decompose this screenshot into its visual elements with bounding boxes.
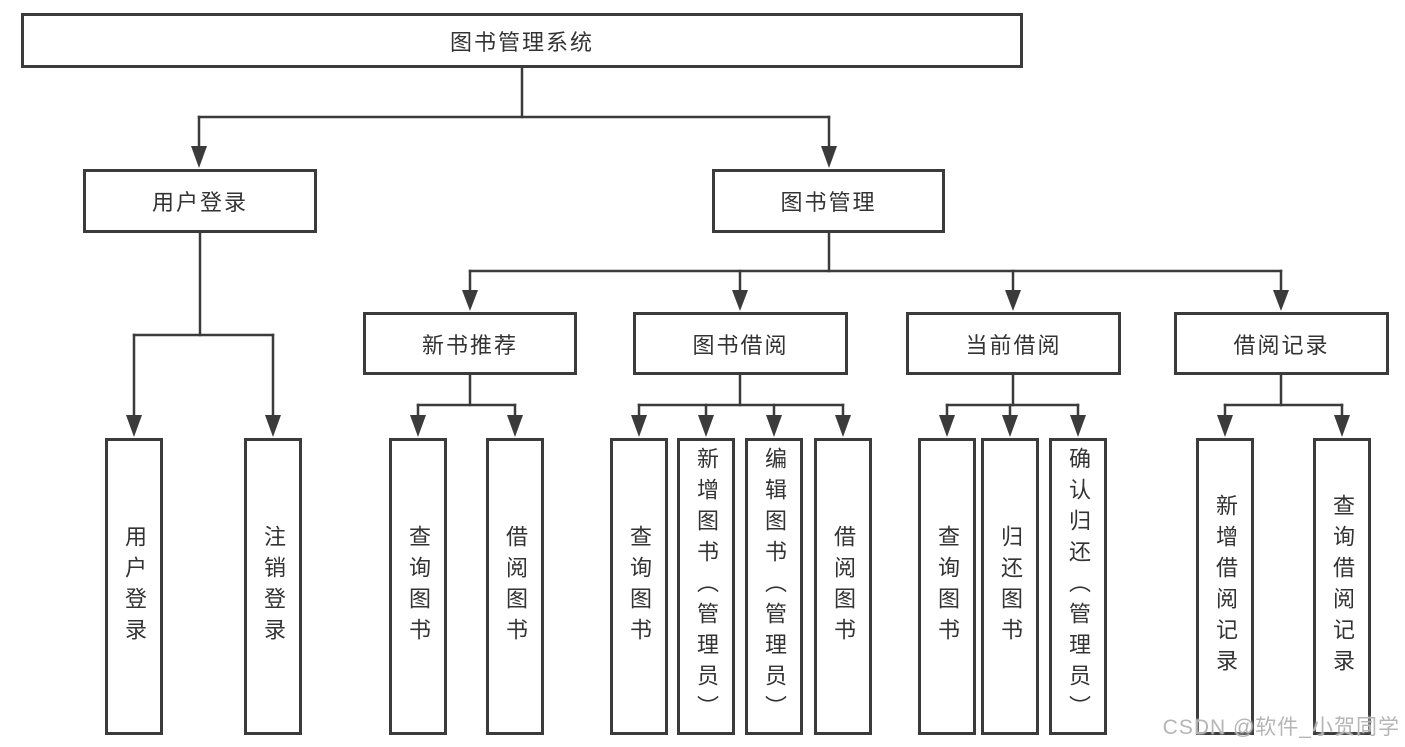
node-label: 图书管理系统: [449, 29, 594, 55]
leaf-label: 借阅图书: [503, 524, 528, 649]
leaf-label: 归还图书: [998, 524, 1023, 649]
node-label: 当前借阅: [965, 332, 1062, 358]
leaf-label: 确认归还（管理员）: [1066, 447, 1091, 726]
leaf-label: 新增图书（管理员）: [694, 447, 719, 726]
leaf-label: 借阅图书: [831, 524, 856, 649]
leaf-user-login: 用户登录: [105, 438, 163, 735]
leaf-label: 查询借阅记录: [1330, 493, 1355, 680]
node-book-borrow: 图书借阅: [633, 312, 848, 375]
leaf-query-books-current: 查询图书: [918, 438, 976, 735]
csdn-watermark: CSDN @软件_小贺同学: [1162, 716, 1400, 739]
node-current-borrow: 当前借阅: [906, 312, 1121, 375]
node-label: 借阅记录: [1233, 332, 1330, 358]
node-library-system: 图书管理系统: [21, 13, 1023, 68]
node-user-login: 用户登录: [83, 169, 317, 233]
leaf-confirm-return-admin: 确认归还（管理员）: [1049, 438, 1107, 735]
leaf-edit-books-admin: 编辑图书（管理员）: [745, 438, 803, 735]
leaf-borrow-books: 借阅图书: [814, 438, 872, 735]
leaf-add-borrow-record: 新增借阅记录: [1196, 438, 1254, 735]
leaf-return-books: 归还图书: [981, 438, 1039, 735]
leaf-borrow-books-recommend: 借阅图书: [486, 438, 544, 735]
leaf-label: 查询图书: [935, 524, 960, 649]
node-borrow-records: 借阅记录: [1174, 312, 1389, 375]
leaf-label: 编辑图书（管理员）: [762, 447, 787, 726]
leaf-label: 查询图书: [406, 524, 431, 649]
leaf-label: 查询图书: [627, 524, 652, 649]
leaf-label: 用户登录: [122, 524, 147, 649]
node-label: 用户登录: [151, 190, 248, 215]
node-label: 图书借阅: [692, 332, 789, 358]
leaf-query-borrow-record: 查询借阅记录: [1313, 438, 1371, 735]
node-book-management: 图书管理: [712, 169, 945, 233]
leaf-query-books-recommend: 查询图书: [389, 438, 447, 735]
leaf-label: 注销登录: [261, 524, 286, 649]
node-label: 图书管理: [780, 190, 877, 215]
leaf-add-books-admin: 新增图书（管理员）: [677, 438, 735, 735]
leaf-logout: 注销登录: [244, 438, 302, 735]
leaf-label: 新增借阅记录: [1213, 493, 1238, 680]
leaf-query-books-borrow: 查询图书: [610, 438, 668, 735]
node-new-book-recommend: 新书推荐: [363, 312, 577, 375]
node-label: 新书推荐: [421, 332, 518, 358]
